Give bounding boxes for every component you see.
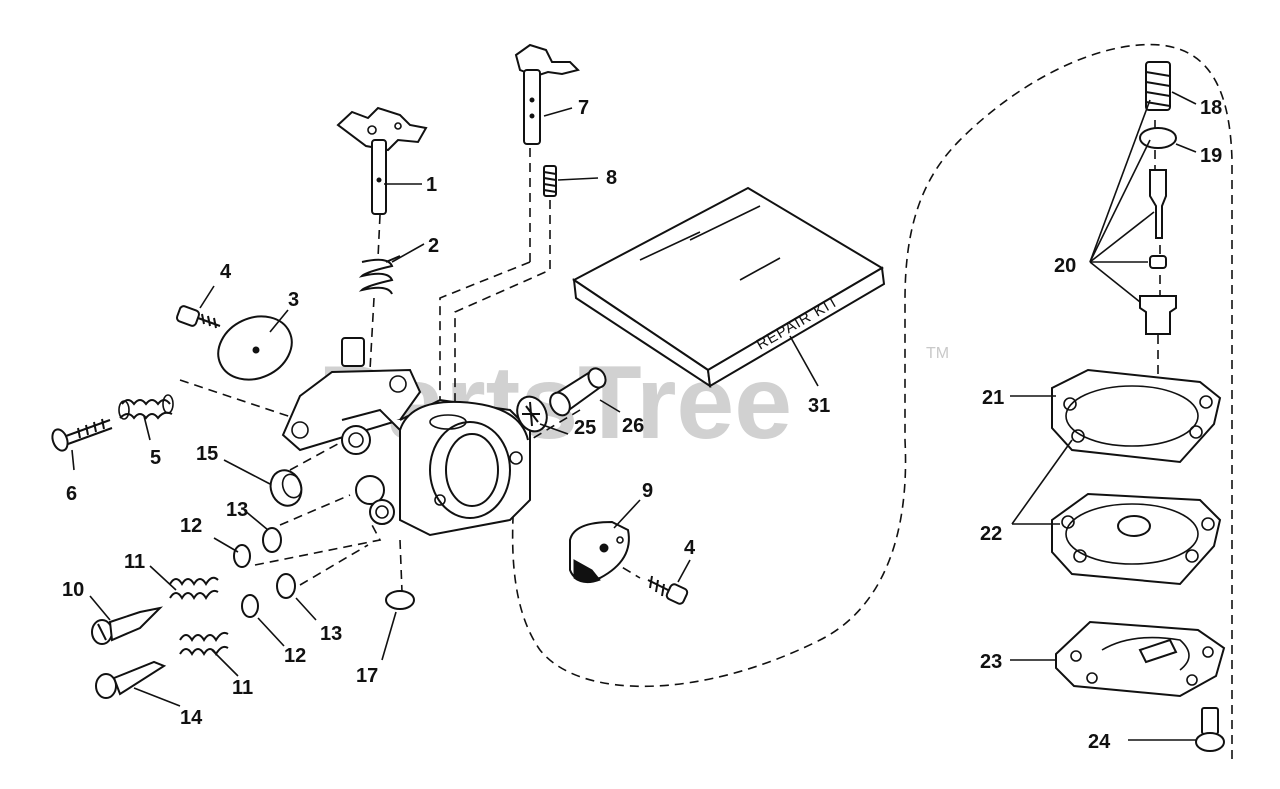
callout-8: 8 [606,167,617,189]
part-cover-23 [1055,620,1226,698]
part-plug-17 [385,590,415,610]
callout-23: 23 [980,651,1002,673]
callout-6: 6 [66,483,77,505]
part-fuel-screen [516,395,548,433]
callout-11b: 11 [232,677,253,699]
callout-4b: 4 [684,537,696,559]
callout-12a: 12 [180,515,202,537]
part-idle-screw [51,418,113,452]
part-inlet-washer [1139,127,1177,149]
part-welch-plug [269,469,303,507]
callout-11a: 11 [124,551,145,573]
callout-7: 7 [578,97,589,119]
callout-26: 26 [622,415,644,437]
part-throttle-shaft [336,106,428,215]
callout-4a: 4 [220,261,232,283]
leader-lines [71,91,1197,741]
part-main-needle [91,606,164,645]
part-idle-spring [118,394,174,420]
part-screw-24 [1195,707,1225,752]
part-washers [233,527,296,618]
callout-15: 15 [196,443,218,465]
callout-20: 20 [1054,255,1076,277]
callout-12b: 12 [284,645,306,667]
part-screw-lower [647,575,689,605]
callout-1: 1 [426,174,437,196]
assembly-lines [179,120,1161,593]
callout-19: 19 [1200,145,1222,167]
part-choke-plate [569,520,630,584]
part-idle-needle [95,660,167,699]
callout-25: 25 [574,417,596,439]
callout-18: 18 [1200,97,1222,119]
part-needle-spring [1145,61,1171,111]
kit-boundary [511,43,1233,760]
callout-31: 31 [808,395,830,417]
callout-21: 21 [982,387,1004,409]
callout-22: 22 [980,523,1002,545]
part-choke-shaft [514,43,580,145]
part-throttle-plate [217,315,293,381]
part-screw-upper [175,305,221,329]
callout-9: 9 [642,480,653,502]
callout-3: 3 [288,289,299,311]
callout-labels: 1 2 3 4 4 5 6 7 8 9 10 11 11 12 12 13 13… [62,97,1222,753]
trademark: TM [926,345,949,362]
callout-10: 10 [62,579,84,601]
callout-14: 14 [180,707,203,729]
callout-13a: 13 [226,499,248,521]
part-inlet-needle [1139,169,1177,335]
part-fuel-inlet [549,367,607,417]
part-choke-spring [543,165,557,197]
part-throttle-spring [358,255,401,295]
callout-24: 24 [1088,731,1111,753]
callout-2: 2 [428,235,439,257]
part-gasket-21 [1051,368,1222,464]
part-springs-11 [169,576,229,656]
part-diaphragm-22 [1051,492,1222,586]
callout-13b: 13 [320,623,342,645]
callout-17: 17 [356,665,378,687]
part-carburetor-body [281,337,531,537]
callout-5: 5 [150,447,161,469]
